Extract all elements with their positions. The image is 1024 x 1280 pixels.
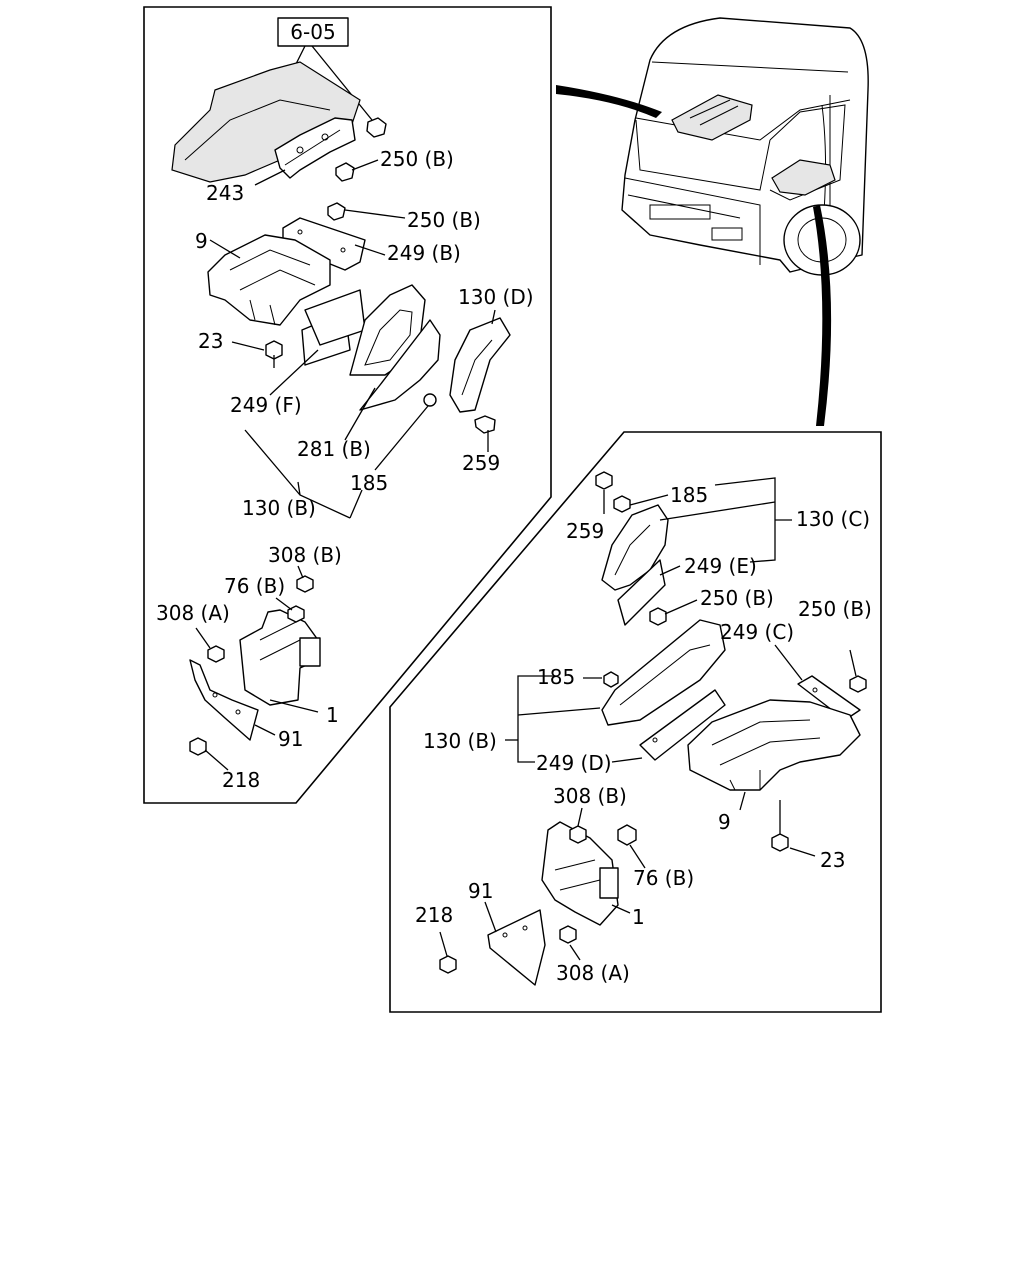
callout-130c: 130 (C) (796, 507, 870, 531)
callout-76b: 76 (B) (633, 866, 694, 890)
callout-259: 259 (566, 519, 604, 543)
callout-249f: 249 (F) (230, 393, 302, 417)
callout-130d: 130 (D) (458, 285, 534, 309)
callout-76b: 76 (B) (224, 574, 285, 598)
callout-250b-top: 250 (B) (380, 147, 454, 171)
right-panel-frame (389, 431, 882, 1013)
callout-9: 9 (718, 810, 731, 834)
callout-308b: 308 (B) (553, 784, 627, 808)
ref-box-label: 6-05 (290, 20, 335, 44)
leader-to-right-panel (813, 205, 832, 426)
callout-250b-a: 250 (B) (700, 586, 774, 610)
callout-308b: 308 (B) (268, 543, 342, 567)
callout-130b: 130 (B) (242, 496, 316, 520)
callout-185-mid: 185 (537, 665, 575, 689)
callout-185: 185 (350, 471, 388, 495)
callout-130b: 130 (B) (423, 729, 497, 753)
left-panel-frame (143, 6, 552, 804)
callout-308a: 308 (A) (156, 601, 230, 625)
callout-23: 23 (820, 848, 845, 872)
callout-218: 218 (222, 768, 260, 792)
callout-243: 243 (206, 181, 244, 205)
callout-249d: 249 (D) (536, 751, 612, 775)
callout-185-top: 185 (670, 483, 708, 507)
callout-308a: 308 (A) (556, 961, 630, 985)
ref-box (277, 17, 349, 47)
right-panel-labels: 185 259 130 (C) 249 (E) 250 (B) 250 (B) … (415, 483, 872, 985)
callout-1: 1 (632, 905, 645, 929)
callout-91: 91 (278, 727, 303, 751)
callout-218: 218 (415, 903, 453, 927)
callout-281b: 281 (B) (297, 437, 371, 461)
callout-23: 23 (198, 329, 223, 353)
right-panel-parts (439, 471, 867, 986)
callout-250b-mid: 250 (B) (407, 208, 481, 232)
left-panel-parts (171, 17, 511, 771)
callout-1: 1 (326, 703, 339, 727)
callout-249e: 249 (E) (684, 554, 757, 578)
callout-259: 259 (462, 451, 500, 475)
leader-to-left-panel (556, 85, 662, 118)
callout-91: 91 (468, 879, 493, 903)
callout-9: 9 (195, 229, 208, 253)
left-panel-labels: 6-05 250 (B) 243 250 (B) 9 249 (B) 130 (… (156, 20, 534, 792)
truck-cab-illustration (621, 17, 869, 276)
callout-249c: 249 (C) (720, 620, 794, 644)
callout-250b-b: 250 (B) (798, 597, 872, 621)
callout-249b: 249 (B) (387, 241, 461, 265)
